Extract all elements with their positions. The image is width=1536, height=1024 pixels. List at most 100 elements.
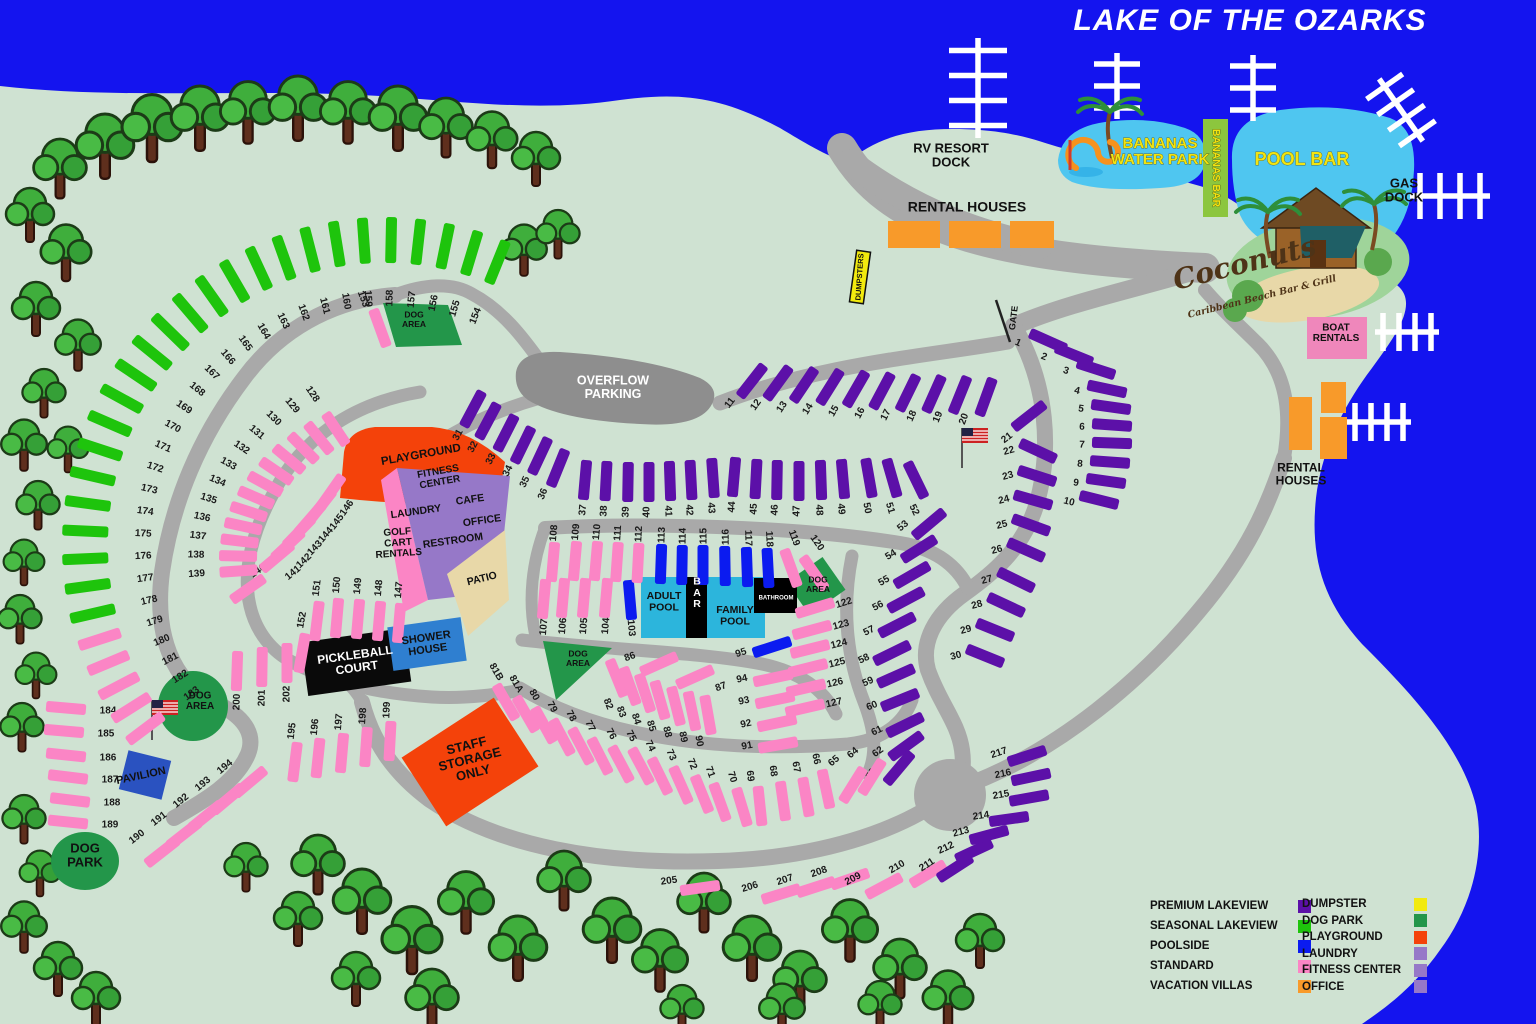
site-number-35: 35 [518,474,533,489]
site-136 [223,517,263,536]
tree-icon [290,833,346,896]
site-126 [785,678,827,698]
legend-row: STANDARD [1150,956,1311,976]
tree-icon [223,841,269,893]
site-26 [1006,537,1046,563]
tree-icon [380,904,444,976]
site-22 [1018,438,1058,464]
dock-icon [1410,173,1490,219]
site-74 [647,756,673,796]
site-165 [194,275,229,318]
site-number-51: 51 [883,501,897,515]
label-cafe: CAFE [455,492,485,508]
site-number-187: 187 [102,775,119,786]
road [152,287,403,826]
site-number-3: 3 [1062,365,1071,377]
site-70 [731,786,753,828]
site-200 [230,650,244,692]
site-number-33: 33 [484,451,499,466]
label-dumpsters: DUMPSTERS [853,253,865,301]
site-164 [219,259,250,303]
tree-icon [10,280,62,337]
site-number-186: 186 [100,753,117,764]
label-golf-cart-rentals-line: CART [384,537,412,550]
site-158 [385,217,398,264]
site-number-94: 94 [735,673,749,686]
road [967,450,1292,790]
site-number-5: 5 [1077,403,1084,415]
site-number-200: 200 [231,693,243,710]
site-138 [219,550,258,562]
site-number-138: 138 [188,549,205,560]
site-number-67: 67 [789,761,802,774]
label-golf-cart-rentals-line: RENTALS [375,547,422,561]
label-dog-area-wedge-line: AREA [402,319,426,329]
label-bathroom-line: BATHROOM [759,596,794,602]
site-175 [62,524,109,538]
tree-icon [758,982,806,1024]
site-43 [706,457,720,499]
site-number-117: 117 [742,530,754,547]
site-number-60: 60 [865,699,880,714]
tree-icon [535,208,581,260]
legend-row: VACATION VILLAS [1150,976,1311,996]
site-215 [1008,789,1050,807]
tree-icon [0,418,48,472]
legend-swatch [1298,959,1311,973]
site-number-213: 213 [952,825,971,840]
legend-row: DUMPSTER [1302,896,1427,913]
site-number-123: 123 [832,618,851,633]
site-number-189: 189 [102,820,119,831]
site-71 [708,782,732,822]
site-number-23: 23 [1001,469,1015,483]
site-82 [605,658,629,698]
dock-icon [1365,71,1437,149]
label-office-label: OFFICE [462,512,502,529]
site-number-160: 160 [339,292,353,311]
site-107 [536,578,552,620]
site-number-122: 122 [834,595,854,611]
site-207 [795,876,837,898]
site-number-112: 112 [633,525,645,542]
overflow-parking-lot [515,351,715,425]
label-dog-area-wedge-line: DOG [404,310,424,320]
site-number-8: 8 [1077,458,1084,469]
site-number-30: 30 [949,649,963,663]
site-53 [911,507,947,541]
site-number-83: 83 [614,705,628,720]
site-30 [965,644,1005,668]
site-150 [329,597,345,639]
site-number-28: 28 [970,598,984,612]
site-45 [749,458,763,500]
site-number-105: 105 [578,617,590,635]
site-122 [794,597,836,619]
legend-label: PLAYGROUND [1302,931,1383,944]
site-9 [1085,473,1127,489]
site-92 [756,713,798,733]
site-127 [784,698,826,718]
legend-label: LAUNDRY [1302,947,1358,960]
tree-icon [15,479,61,531]
rental-house [949,221,1001,248]
site-number-196: 196 [309,718,322,736]
site-25 [1011,513,1051,537]
tree-icon [0,900,48,954]
tree-icon [418,96,474,159]
site-number-197: 197 [333,713,345,731]
site-number-44: 44 [726,501,738,513]
site-115 [697,545,709,585]
rental-house [1320,417,1347,459]
tree-icon [581,896,643,965]
site-number-37: 37 [577,504,589,516]
bananas-bar-strip [1203,119,1228,217]
site-13 [789,366,819,404]
site-number-156: 156 [427,293,441,312]
site-214 [988,811,1030,827]
site-124 [789,639,831,659]
